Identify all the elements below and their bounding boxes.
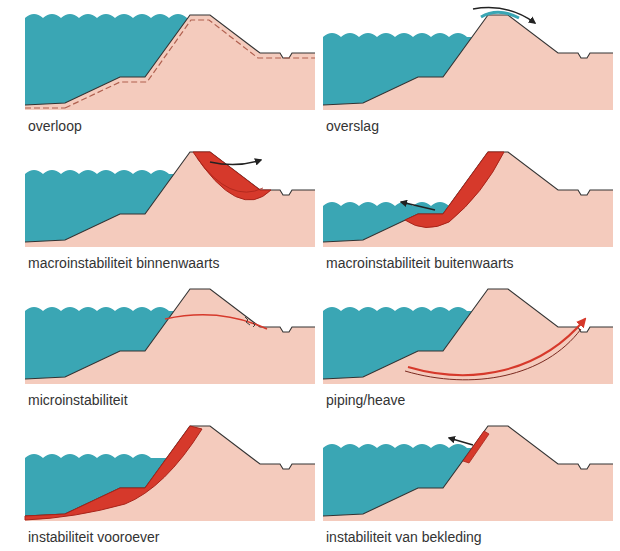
dike-outline — [323, 152, 613, 242]
piping-arrow — [408, 319, 585, 375]
dike-body — [323, 426, 613, 521]
seepage-line — [25, 107, 65, 108]
dike-outline — [323, 289, 613, 379]
water-waves — [25, 454, 168, 470]
dike-panel — [25, 152, 315, 247]
dike-panel — [25, 289, 315, 384]
mechanism-caption: instabiliteit van bekleding — [326, 529, 482, 545]
seepage-line — [65, 20, 315, 108]
water-waves — [25, 307, 175, 323]
water-waves — [323, 307, 473, 323]
dike-outline — [323, 426, 613, 516]
dike-body — [25, 289, 315, 384]
dike-body — [25, 426, 315, 521]
dike-panel — [25, 14, 315, 110]
mechanism-caption: overslag — [326, 118, 379, 134]
dike-panel — [323, 289, 613, 384]
mechanism-caption: macroinstabiliteit binnenwaarts — [28, 255, 219, 271]
slip-arrow — [401, 202, 435, 210]
dike-body — [323, 152, 613, 247]
dike-outline — [323, 15, 613, 105]
slip-mass — [405, 152, 504, 228]
dike-body — [323, 289, 613, 384]
dike-body — [25, 152, 315, 247]
dike-panel — [323, 426, 613, 521]
revetment-damage — [463, 431, 489, 463]
water-waves — [25, 14, 197, 30]
mechanism-caption: overloop — [28, 118, 82, 134]
wave-splash — [481, 12, 519, 18]
dike-body — [323, 15, 613, 110]
seepage-line — [165, 315, 267, 329]
mechanism-caption: macroinstabiliteit buitenwaarts — [326, 255, 514, 271]
mechanism-caption: microinstabiliteit — [28, 392, 128, 408]
revetment-arrow — [449, 438, 473, 445]
dike-outline — [25, 152, 315, 242]
water-waves — [323, 444, 473, 460]
dike-panel — [323, 8, 613, 110]
water-waves — [25, 170, 175, 186]
dike-body — [25, 15, 315, 110]
dike-outline — [25, 289, 315, 379]
overtopping-arrow — [473, 8, 535, 23]
crack-marks — [245, 317, 255, 327]
foreshore-slide — [25, 426, 202, 520]
mechanism-caption: instabiliteit vooroever — [28, 529, 160, 545]
slip-mass — [193, 152, 271, 200]
dike-panel — [25, 426, 315, 521]
slip-line — [197, 158, 263, 192]
mechanism-caption: piping/heave — [326, 392, 405, 408]
dike-outline — [25, 15, 315, 105]
slip-arrow — [210, 160, 261, 165]
dike-panel — [323, 152, 613, 247]
water-waves — [323, 33, 473, 49]
